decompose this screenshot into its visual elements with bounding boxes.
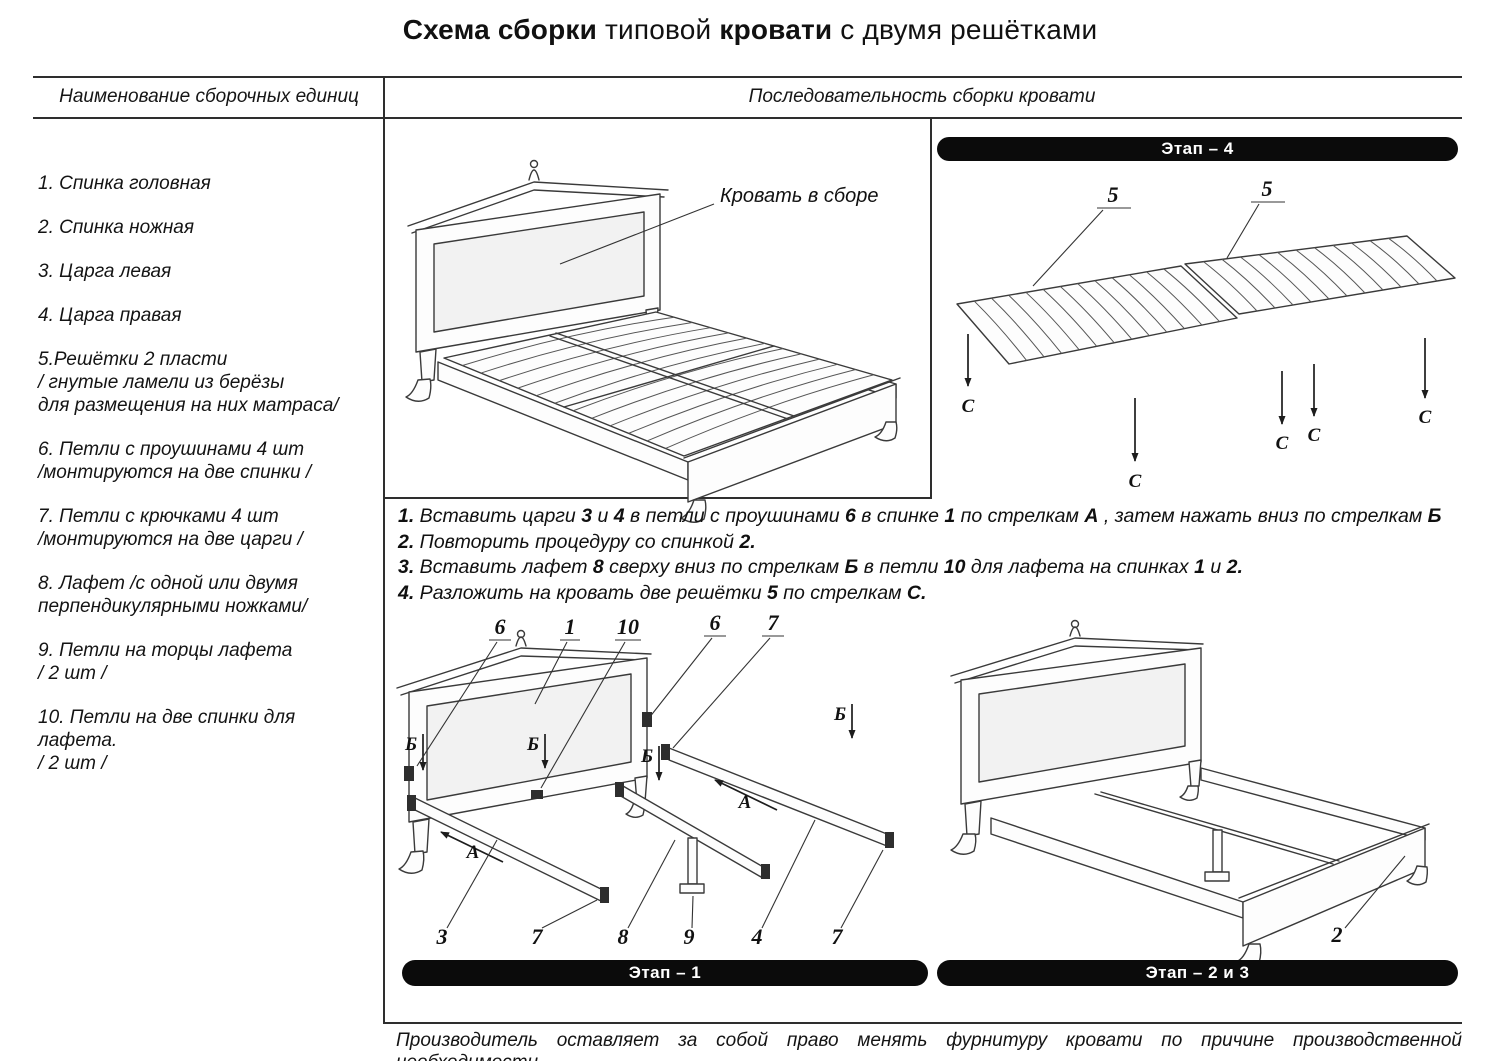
insert-arrow bbox=[440, 831, 504, 863]
assembly-step-4: 4. Разложить на кровать две решётки 5 по… bbox=[398, 581, 927, 604]
stage4-banner: Этап – 4 bbox=[937, 137, 1458, 161]
end-hinge bbox=[615, 782, 624, 797]
arrow-a-label: А bbox=[738, 792, 752, 813]
assembly-steps: 1. Вставить царги 3 и 4 в петли с проуши… bbox=[398, 504, 1460, 606]
label-leader-line bbox=[540, 641, 626, 789]
callout-10: 10 bbox=[617, 614, 639, 639]
callout-1: 1 bbox=[565, 614, 576, 639]
right-grid-slats bbox=[1203, 237, 1438, 312]
stage4-drawing: 5 5 С С С С С bbox=[956, 176, 1456, 492]
callout-7c: 7 bbox=[832, 924, 844, 949]
left-rail-shape bbox=[407, 795, 609, 903]
grid-number-label: 5 bbox=[1262, 176, 1273, 201]
arrow-b-label: Б bbox=[526, 734, 539, 755]
stage1-drawing: Б Б Б Б А А 6 1 10 6 7 3 7 8 9 bbox=[396, 610, 894, 949]
page-title: Схема сборки типовой кровати с двумя реш… bbox=[402, 14, 1098, 45]
hook-hinge bbox=[661, 744, 670, 760]
hook-hinge bbox=[407, 795, 416, 811]
lafet-hinge bbox=[531, 790, 543, 799]
label-leader-line bbox=[1032, 209, 1104, 287]
callout-8: 8 bbox=[618, 924, 629, 949]
lafet-shape bbox=[615, 782, 770, 894]
grid-number-label: 5 bbox=[1108, 182, 1119, 207]
eyelet-hinge bbox=[642, 712, 652, 727]
part-item-9: 9. Петли на торцы лафета / 2 шт / bbox=[38, 640, 293, 684]
callout-7b: 7 bbox=[532, 924, 544, 949]
parts-list: 1. Спинка головная 2. Спинка ножная 3. Ц… bbox=[38, 172, 378, 796]
label-leader-line bbox=[648, 637, 713, 719]
divider-footer bbox=[383, 1022, 1462, 1024]
headboard-shape bbox=[950, 619, 1204, 855]
label-leader-line bbox=[416, 641, 498, 767]
label-leader-line bbox=[446, 839, 498, 929]
left-grid-slats bbox=[973, 268, 1220, 361]
right-grid-shape bbox=[1184, 235, 1456, 315]
part-item-7: 7. Петли с крючками 4 шт /монтируются на… bbox=[38, 506, 303, 550]
label-leader-line bbox=[840, 849, 884, 929]
callout-6b: 6 bbox=[710, 610, 721, 635]
arrow-b-label: Б bbox=[404, 734, 417, 755]
footboard-shape bbox=[680, 377, 901, 523]
insert-arrow bbox=[714, 779, 778, 811]
hook-hinge bbox=[885, 832, 894, 848]
part-item-4: 4. Царга правая bbox=[38, 305, 182, 326]
arrow-c-label: С bbox=[962, 396, 975, 417]
arrow-b-label: Б bbox=[640, 746, 653, 767]
eyelet-hinge bbox=[404, 766, 414, 781]
divider-columns bbox=[383, 76, 385, 1022]
center-rail-shape bbox=[549, 332, 795, 420]
divider-assembled-bottom bbox=[383, 497, 932, 499]
divider-top bbox=[33, 76, 1462, 78]
part-item-10: 10. Петли на две спинки для лафета. / 2 … bbox=[38, 707, 296, 774]
callout-9: 9 bbox=[684, 924, 695, 949]
callout-6: 6 bbox=[495, 614, 506, 639]
arrow-c-label: С bbox=[1276, 433, 1289, 454]
callout-2: 2 bbox=[1331, 922, 1343, 947]
assembly-step-2: 2. Повторить процедуру со спинкой 2. bbox=[398, 530, 756, 553]
stage23-banner: Этап – 2 и 3 bbox=[937, 960, 1458, 986]
label-leader-line bbox=[541, 899, 598, 929]
caption-leader-line bbox=[559, 203, 715, 265]
left-column-header: Наименование сборочных единиц bbox=[59, 86, 359, 107]
assembled-bed-drawing: Кровать в сборе bbox=[405, 159, 901, 523]
label-leader-line bbox=[534, 641, 568, 705]
divider-header bbox=[33, 117, 1462, 119]
left-grid-shape bbox=[956, 265, 1238, 365]
stage23-drawing: 2 bbox=[950, 619, 1430, 967]
stage1-banner: Этап – 1 bbox=[402, 960, 928, 986]
callout-4: 4 bbox=[751, 924, 763, 949]
arrow-c-label: С bbox=[1129, 471, 1142, 492]
label-leader-line bbox=[627, 839, 676, 929]
arrow-b-label: Б bbox=[833, 704, 846, 725]
arrow-c-label: С bbox=[1308, 425, 1321, 446]
label-leader-line bbox=[1226, 203, 1260, 259]
arrow-c-label: С bbox=[1419, 407, 1432, 428]
assembly-step-1: 1. Вставить царги 3 и 4 в петли с проуши… bbox=[398, 505, 1442, 527]
end-hinge bbox=[761, 864, 770, 879]
part-item-3: 3. Царга левая bbox=[38, 261, 172, 282]
assembled-bed-caption: Кровать в сборе bbox=[720, 185, 879, 207]
arrow-a-label: А bbox=[466, 842, 480, 863]
callout-7: 7 bbox=[768, 610, 780, 635]
divider-assembled-box bbox=[930, 117, 932, 497]
assembly-step-3: 3. Вставить лафет 8 сверху вниз по стрел… bbox=[398, 556, 1243, 578]
callout-3: 3 bbox=[436, 924, 448, 949]
part-item-1: 1. Спинка головная bbox=[38, 173, 211, 194]
part-item-5: 5.Решётки 2 пласти / гнутые ламели из бе… bbox=[38, 349, 339, 416]
label-leader-line bbox=[672, 637, 771, 749]
label-leader-line bbox=[691, 895, 694, 929]
right-rail-shape bbox=[661, 744, 894, 848]
manufacturer-note: Производитель оставляет за собой право м… bbox=[396, 1030, 1462, 1061]
part-item-2: 2. Спинка ножная bbox=[38, 217, 194, 238]
label-leader-line bbox=[761, 819, 816, 929]
label-leader-line bbox=[1344, 855, 1406, 929]
headboard-shape bbox=[396, 629, 652, 874]
hook-hinge bbox=[600, 887, 609, 903]
headboard-shape bbox=[405, 159, 669, 402]
part-item-8: 8. Лафет /с одной или двумя перпендикуля… bbox=[38, 573, 308, 617]
part-item-6: 6. Петли с проушинами 4 шт /монтируются … bbox=[38, 439, 312, 483]
right-column-header: Последовательность сборки кровати bbox=[748, 86, 1096, 107]
